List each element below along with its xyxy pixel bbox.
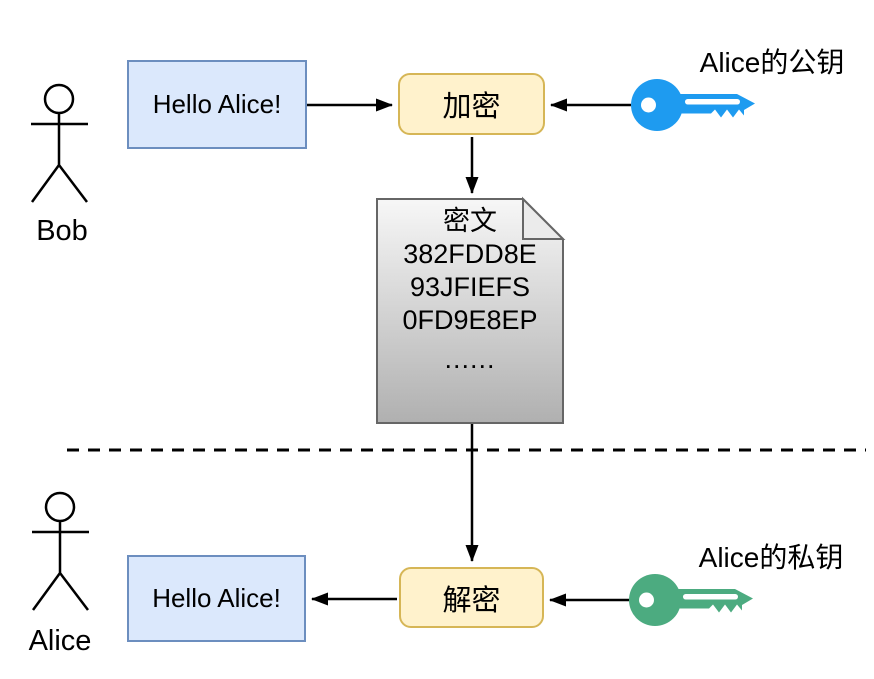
plaintext-message-box: Hello Alice! (127, 60, 307, 149)
ciphertext-line: 0FD9E8EP (402, 305, 538, 335)
ciphertext-ellipsis: ...... (444, 344, 496, 374)
actor-alice-label: Alice (28, 625, 92, 657)
encrypt-process-label: 加密 (442, 91, 501, 123)
plaintext-message-text: Hello Alice! (152, 89, 282, 119)
actor-bob-label: Bob (36, 215, 88, 247)
decrypt-process-label: 解密 (442, 584, 501, 617)
public-key-label: Alice的公钥 (699, 47, 845, 78)
encrypt-process-box: 加密 (398, 73, 545, 135)
ciphertext-line: 93JFIEFS (409, 272, 531, 302)
person-icon (29, 83, 90, 204)
document-icon (376, 198, 564, 424)
decrypted-message-text: Hello Alice! (152, 583, 281, 613)
decrypted-message-box: Hello Alice! (127, 555, 306, 642)
ciphertext-content: 密文 382FDD8E 93JFIEFS 0FD9E8EP ...... (377, 205, 563, 376)
key-icon (629, 574, 753, 626)
key-icon (631, 79, 755, 131)
private-key-label: Alice的私钥 (698, 542, 844, 573)
ciphertext-line: 382FDD8E (403, 239, 537, 269)
person-icon (30, 491, 91, 612)
ciphertext-title: 密文 (443, 206, 497, 236)
decrypt-process-box: 解密 (399, 567, 544, 628)
document-fold-corner (522, 196, 566, 240)
